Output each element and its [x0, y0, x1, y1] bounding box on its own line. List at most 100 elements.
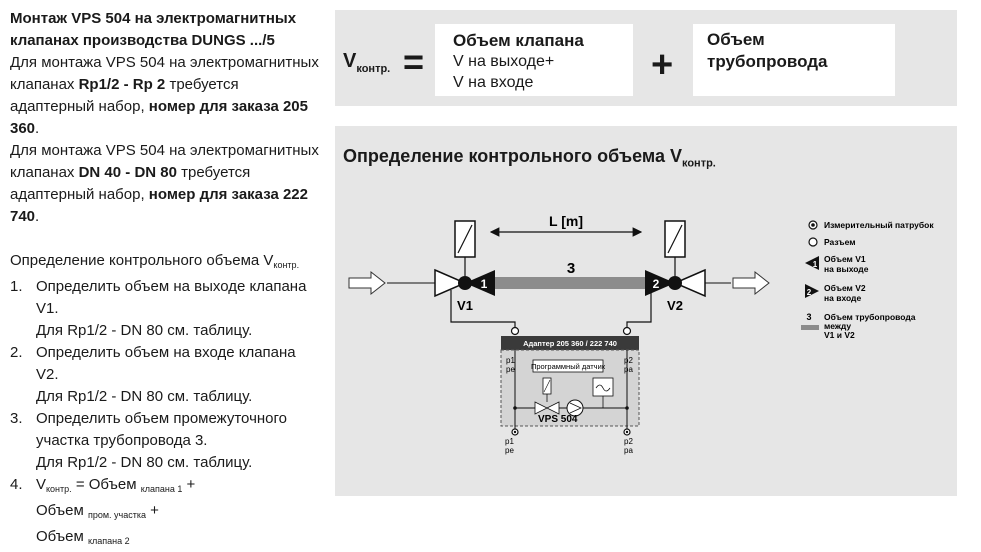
sub-valve1: клапана 1 [140, 484, 183, 494]
formula-v: Vконтр. [343, 50, 390, 75]
legend-pipe-line3: V1 и V2 [824, 330, 855, 340]
left-text-column: Монтаж VPS 504 на электромагнитных клапа… [10, 8, 320, 552]
p1-mid: требуется адаптерный набор, [10, 76, 239, 115]
valve-v1: 1 V1 [434, 220, 495, 313]
label-pa: pa [624, 365, 633, 374]
legend-v2-line2: на входе [824, 293, 861, 303]
step-number: 3. [10, 410, 23, 427]
marker-1: 1 [481, 277, 488, 291]
p2-pre: Для монтажа VPS 504 на электромагнитных … [10, 142, 319, 181]
step-item: 3. Определить объем промежуточного участка… [10, 408, 320, 474]
valve-v1-inlet-icon [434, 268, 467, 298]
p2-size: DN 40 - DN 80 [78, 164, 177, 181]
step-text: Определить объем на входе клапана V2. [36, 344, 296, 383]
volume-text: Объем [36, 528, 88, 545]
connector-icon [510, 326, 520, 336]
legend-measuring-point: Измерительный патрубок [824, 220, 934, 230]
flow-in-arrow-icon [348, 270, 386, 296]
pressure-switch-icon [592, 377, 614, 397]
length-label: L [m] [549, 213, 583, 229]
vps-504-label: VPS 504 [538, 414, 578, 425]
connection-line-v2 [626, 290, 652, 334]
pump-icon [566, 399, 584, 417]
label-pe-bottom: pe [505, 446, 514, 455]
label-p2-bottom: p2 [624, 437, 633, 446]
valve-volume-title: Объем клапана [453, 31, 584, 50]
pipe-volume-line2: трубопровода [707, 52, 828, 71]
formula-v-sub: контр. [356, 63, 391, 75]
legend-v2-line1: Объем V2 [824, 283, 866, 293]
formula-box: Vконтр. = Объем клапана V на выходе+ V н… [335, 10, 957, 106]
v-sub: контр. [46, 484, 72, 494]
valve-v2-outlet-icon [673, 268, 706, 298]
connector-icon [808, 237, 818, 247]
v2-inlet-marker-icon [805, 284, 819, 298]
formula-plus: + [651, 44, 674, 86]
legend-connector: Разъем [824, 237, 856, 247]
step-item: 2. Определить объем на входе клапана V2. Д… [10, 342, 320, 408]
def-text: Определение контрольного объема V [10, 252, 274, 269]
definition-heading: Определение контрольного объема Vконтр. [10, 250, 320, 276]
legend: Измерительный патрубок Разъем 1 Объем V1… [801, 220, 934, 340]
sub-valve2: клапана 2 [87, 536, 130, 546]
valve-volume-box: Объем клапана V на выходе+ V на входе [435, 24, 633, 96]
label-pa-bottom: pa [624, 446, 633, 455]
step-ref: Для Rp1/2 - DN 80 см. таблицу. [36, 454, 253, 471]
legend-marker-1: 1 [813, 260, 818, 269]
step-text-cont: участка трубопровода 3. [36, 432, 208, 449]
formula-equals: = [403, 41, 425, 82]
formula-v-symbol: V [343, 50, 357, 72]
p2-mid: требуется адаптерный набор, [10, 164, 251, 203]
pipe-volume-line1: Объем [707, 30, 765, 49]
eq-text: = Объем [71, 476, 141, 493]
paragraph-dn: Для монтажа VPS 504 на электромагнитных … [10, 140, 320, 228]
label-p2: p2 [624, 356, 633, 365]
p1-pre: Для монтажа VPS 504 на электромагнитных … [10, 54, 319, 93]
step-text: Определить объем на выходе клапана V1. [36, 278, 307, 317]
program-sensor-label: Программный датчик [531, 362, 606, 371]
steps-list: 1. Определить объем на выходе клапана V1.… [10, 276, 320, 552]
program-sensor-box [532, 359, 604, 373]
p1-end: . [35, 120, 40, 137]
v-symbol: V [36, 476, 47, 493]
sub-section: пром. участка [87, 510, 146, 520]
legend-pipe-line1: Объем трубопровода [824, 312, 916, 322]
adapter-label: Адаптер 205 360 / 222 740 [523, 339, 617, 348]
label-p1-bottom: p1 [505, 437, 514, 446]
pipe-section-label: 3 [567, 260, 575, 277]
step-number: 2. [10, 344, 23, 361]
pipe-section-3 [485, 277, 655, 289]
diagram-title-main: Определение контрольного объема V [343, 146, 682, 166]
step-item-formula: 4. Vконтр. = Объем клапана 1 + Объем пром.… [10, 474, 320, 552]
flow-out-arrow-icon [732, 270, 770, 296]
connector-icon [622, 326, 632, 336]
legend-marker-2: 2 [807, 288, 812, 297]
legend-v1-line2: на выходе [824, 264, 869, 274]
legend-v1-line1: Объем V1 [824, 254, 866, 264]
step-item: 1. Определить объем на выходе клапана V1.… [10, 276, 320, 342]
valve-v1-label: V1 [457, 298, 473, 313]
plus-text: + [146, 502, 159, 519]
valve-v2-label: V2 [667, 298, 683, 313]
step-number: 1. [10, 278, 23, 295]
diagram-title-sub: контр. [681, 157, 716, 170]
pipe-volume-box: Объем трубопровода [693, 24, 895, 96]
step-number: 4. [10, 476, 23, 493]
def-sub: контр. [273, 260, 300, 270]
label-pe: pe [506, 365, 515, 374]
plus-text: + [182, 476, 196, 493]
diagram-title: Определение контрольного объема Vконтр. [343, 146, 716, 170]
legend-num-3: 3 [806, 312, 811, 322]
step-text: Определить объем промежуточного [36, 410, 287, 427]
section-heading: Монтаж VPS 504 на электромагнитных клапа… [10, 10, 297, 49]
valve-v2-inlet-icon [645, 270, 675, 296]
p1-order: номер для заказа 205 360 [10, 98, 308, 137]
valve-v2: 2 V2 [645, 220, 706, 313]
valve-v1-outlet-icon [465, 270, 495, 296]
valve-outlet-text: V на выходе+ [453, 53, 555, 70]
valve-inlet-text: V на входе [453, 74, 534, 91]
pipe-section-icon [801, 325, 819, 330]
p2-order: номер для заказа 222 740 [10, 186, 308, 225]
step-ref: Для Rp1/2 - DN 80 см. таблицу. [36, 388, 253, 405]
v1-outlet-marker-icon [805, 256, 819, 270]
